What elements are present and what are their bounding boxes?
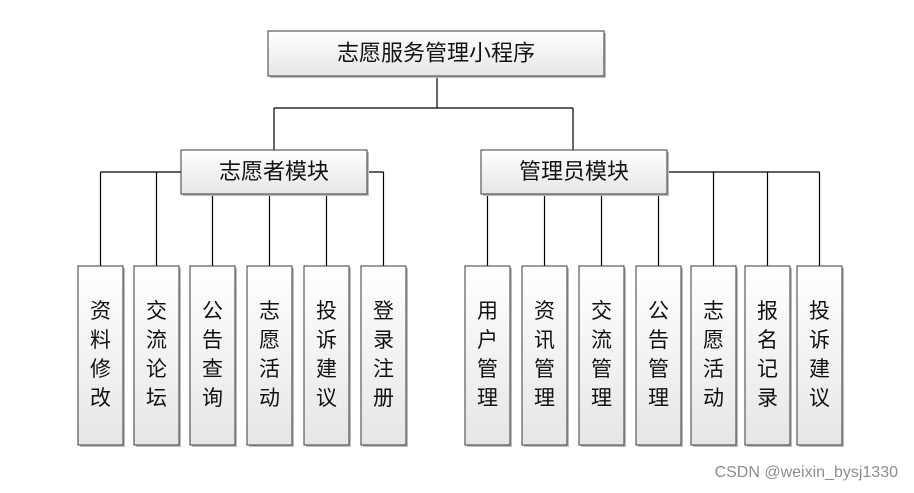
module-1-leaf-5-char: 投 [316,299,337,323]
module-2-leaf-6-char: 记 [757,357,778,381]
module-1-leaf-5-char: 建 [316,357,337,381]
module-1-leaf-6-char: 登 [373,299,394,323]
module-2-node-label: 管理员模块 [519,160,629,185]
module-2-leaf-7-char: 诉 [809,328,830,352]
module-2-leaf-2-box [521,265,568,446]
module-2-leaf-4-char: 告 [648,328,669,352]
module-2-leaf-2-char: 资 [534,299,555,323]
module-2-leaf-5-char: 活 [703,357,724,381]
module-1-leaf-4-char: 愿 [259,328,280,352]
module-2-leaf-3-char: 管 [591,357,612,381]
module-1-leaf-3-char: 公 [202,299,223,323]
module-1-node-label: 志愿者模块 [219,160,329,185]
module-2-leaf-7-box [796,265,843,446]
module-1-leaf-1-char: 资 [90,299,111,323]
module-2-leaf-4-char: 公 [648,299,669,323]
module-2-leaf-7-char: 建 [809,357,830,381]
module-2-leaf-7-char: 议 [809,386,830,410]
module-1-leaf-1-char: 改 [90,386,111,410]
module-2-leaf-1-char: 理 [477,386,498,410]
module-2-leaf-4-box [635,265,682,446]
module-2-leaf-5-char: 愿 [703,328,724,352]
module-1-leaf-2-box [133,265,180,446]
root-node-box [267,30,605,77]
module-2-leaf-5-char: 志 [703,299,724,323]
root-node-label: 志愿服务管理小程序 [337,42,535,67]
module-1-leaf-4-box [246,265,293,446]
module-1-leaf-6-box [360,265,407,446]
module-1-leaf-1-char: 修 [90,357,111,381]
module-1-leaf-4-char: 活 [259,357,280,381]
module-2-leaf-5-char: 动 [703,386,724,410]
module-2-leaf-6-char: 名 [757,328,778,352]
module-2-leaf-4-char: 理 [648,386,669,410]
module-1-leaf-2-char: 论 [146,357,167,381]
module-2-leaf-1-char: 用 [477,299,498,323]
module-1-leaf-5-char: 议 [316,386,337,410]
module-1-leaf-4-char: 志 [259,299,280,323]
module-2-leaf-2-char: 理 [534,386,555,410]
module-2-node-box [480,149,668,195]
module-2-leaf-2-char: 讯 [534,328,555,352]
module-2-leaf-6-char: 录 [757,386,778,410]
module-1-leaf-6-char: 册 [373,386,394,410]
module-2-leaf-3-char: 交 [591,299,612,323]
module-1-leaf-3-box [189,265,236,446]
module-1-leaf-5-box [303,265,350,446]
module-2-leaf-1-box [464,265,511,446]
module-1-leaf-1-box [77,265,124,446]
module-2-leaf-1-char: 户 [477,328,498,352]
module-1-leaf-2-char: 交 [146,299,167,323]
diagram-nodes: 志愿服务管理小程序志愿者模块资料修改交流论坛公告查询志愿活动投诉建议登录注册管理… [77,30,844,447]
module-2-leaf-7-char: 投 [809,299,830,323]
module-2-leaf-3-char: 流 [591,328,612,352]
module-2-leaf-1-char: 管 [477,357,498,381]
module-1-leaf-4-char: 动 [259,386,280,410]
module-2-leaf-3-char: 理 [591,386,612,410]
module-1-leaf-6-char: 录 [373,328,394,352]
watermark: CSDN @weixin_bysj1330 [714,464,898,481]
module-1-leaf-3-char: 告 [202,328,223,352]
module-1-node-box [180,149,368,195]
module-1-leaf-6-char: 注 [373,357,394,381]
module-2-leaf-6-box [744,265,791,446]
module-1-leaf-2-char: 坛 [146,386,167,410]
module-2-leaf-6-char: 报 [757,299,778,323]
module-2-leaf-2-char: 管 [534,357,555,381]
module-1-leaf-3-char: 查 [202,357,223,381]
module-1-leaf-1-char: 料 [90,328,111,352]
module-1-leaf-3-char: 询 [202,386,223,410]
module-1-leaf-5-char: 诉 [316,328,337,352]
module-2-leaf-3-box [578,265,625,446]
module-2-leaf-5-box [690,265,737,446]
module-2-leaf-4-char: 管 [648,357,669,381]
module-1-leaf-2-char: 流 [146,328,167,352]
